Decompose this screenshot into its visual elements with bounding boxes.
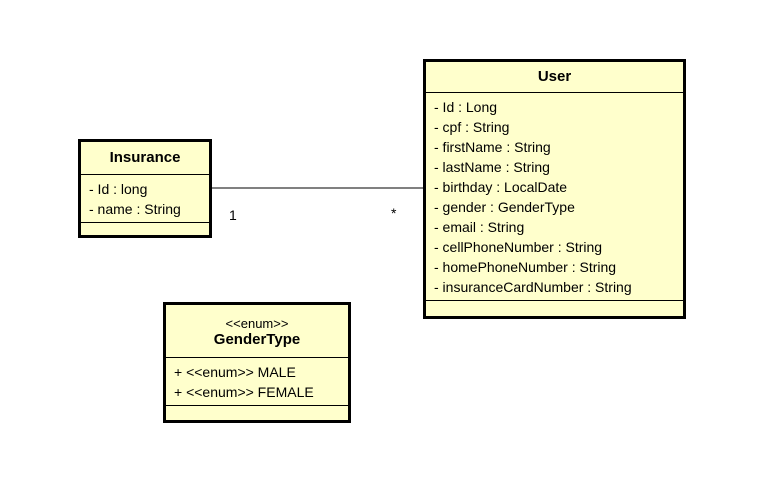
user-attribute: - firstName : String <box>434 139 551 155</box>
user-class-header: User <box>426 62 683 93</box>
user-multiplicity-label: * <box>391 205 397 221</box>
user-attribute: - Id : Long <box>434 99 498 115</box>
user-attribute: - lastName : String <box>434 159 550 175</box>
insurance-class-name: Insurance <box>109 149 181 166</box>
user-attribute: - cellPhoneNumber : String <box>434 239 603 255</box>
insurance-class-header: Insurance <box>81 142 209 175</box>
enum-literal: + <<enum>> MALE <box>174 364 296 380</box>
gendertype-enum[interactable]: <<enum>> GenderType + <<enum>> MALE + <<… <box>163 302 351 423</box>
gendertype-enum-header: <<enum>> GenderType <box>166 305 348 358</box>
user-attribute: - birthday : LocalDate <box>434 179 568 195</box>
insurance-operations <box>81 223 209 235</box>
user-attribute: - insuranceCardNumber : String <box>434 279 632 295</box>
gendertype-enum-name: GenderType <box>213 331 301 348</box>
user-attribute: - homePhoneNumber : String <box>434 259 617 275</box>
user-operations <box>426 301 683 313</box>
insurance-attribute: - name : String <box>89 201 181 217</box>
user-class-name: User <box>537 68 572 85</box>
insurance-attribute: - Id : long <box>89 181 148 197</box>
gendertype-stereotype: <<enum>> <box>225 316 289 331</box>
insurance-attributes: - Id : long - name : String <box>81 175 209 223</box>
user-attribute: - gender : GenderType <box>434 199 575 215</box>
enum-literal: + <<enum>> FEMALE <box>174 384 314 400</box>
user-class[interactable]: User - Id : Long - cpf : String - firstN… <box>423 59 686 319</box>
user-attribute: - cpf : String <box>434 119 510 135</box>
gendertype-operations <box>166 406 348 418</box>
user-attribute: - email : String <box>434 219 525 235</box>
insurance-class[interactable]: Insurance - Id : long - name : String <box>78 139 212 238</box>
insurance-multiplicity-label: 1 <box>229 207 237 223</box>
gendertype-literals: + <<enum>> MALE + <<enum>> FEMALE <box>166 358 348 406</box>
user-attributes: - Id : Long - cpf : String - firstName :… <box>426 93 683 301</box>
